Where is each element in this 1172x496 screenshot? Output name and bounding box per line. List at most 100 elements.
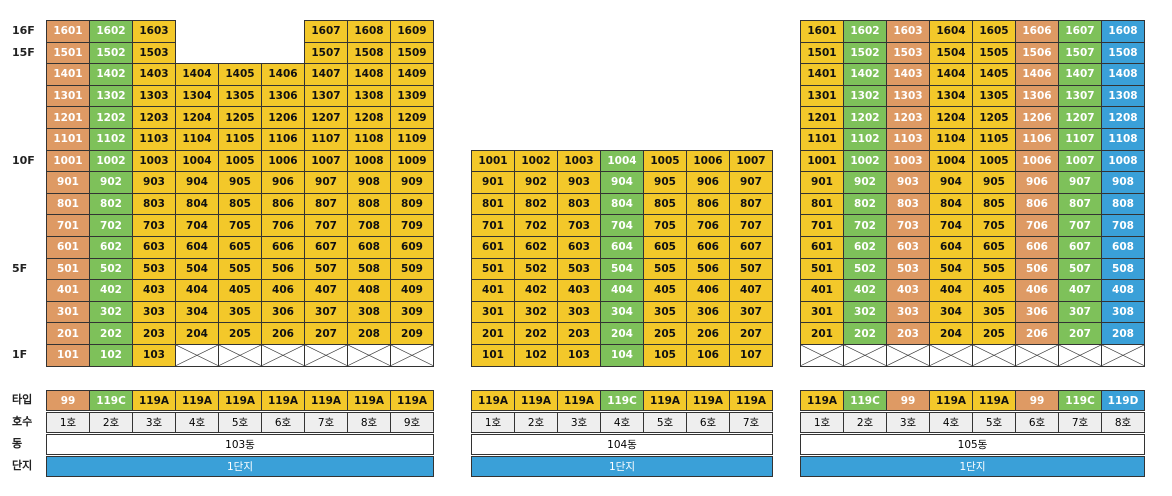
- unit-cell[interactable]: 606: [261, 236, 305, 259]
- unit-cell[interactable]: 504: [929, 257, 973, 281]
- unit-cell[interactable]: 102: [89, 344, 133, 367]
- unit-cell[interactable]: 1001: [800, 149, 844, 173]
- unit-cell[interactable]: 304: [175, 300, 219, 324]
- unit-cell[interactable]: 1401: [800, 63, 844, 86]
- unit-cell[interactable]: 703: [557, 214, 601, 237]
- unit-cell[interactable]: 1408: [347, 63, 391, 86]
- unit-cell[interactable]: 101: [46, 344, 90, 367]
- unit-cell[interactable]: 707: [304, 214, 348, 237]
- unit-cell[interactable]: 1107: [1058, 128, 1102, 151]
- unit-cell[interactable]: 708: [347, 214, 391, 237]
- unit-cell[interactable]: 503: [132, 257, 176, 281]
- unit-cell[interactable]: 1301: [46, 84, 90, 108]
- unit-cell[interactable]: 1508: [1101, 41, 1145, 65]
- unit-cell[interactable]: 206: [261, 322, 305, 345]
- unit-cell[interactable]: 903: [886, 171, 930, 194]
- unit-cell[interactable]: 307: [304, 300, 348, 324]
- unit-cell[interactable]: 604: [929, 236, 973, 259]
- unit-cell[interactable]: 1108: [347, 128, 391, 151]
- unit-cell[interactable]: 904: [175, 171, 219, 194]
- unit-cell[interactable]: 803: [557, 192, 601, 216]
- unit-cell[interactable]: 204: [175, 322, 219, 345]
- unit-cell[interactable]: 1104: [929, 128, 973, 151]
- unit-cell[interactable]: 501: [800, 257, 844, 281]
- unit-cell[interactable]: 308: [347, 300, 391, 324]
- unit-cell[interactable]: 1108: [1101, 128, 1145, 151]
- unit-cell[interactable]: 202: [89, 322, 133, 345]
- unit-cell[interactable]: 704: [175, 214, 219, 237]
- unit-cell[interactable]: 1507: [304, 41, 348, 65]
- unit-cell[interactable]: 1604: [929, 20, 973, 43]
- unit-cell[interactable]: 501: [471, 257, 515, 281]
- unit-cell[interactable]: 1107: [304, 128, 348, 151]
- unit-cell[interactable]: 1009: [390, 149, 434, 173]
- unit-cell[interactable]: 1003: [557, 149, 601, 173]
- unit-cell[interactable]: 205: [643, 322, 687, 345]
- unit-cell[interactable]: 901: [471, 171, 515, 194]
- unit-cell[interactable]: 405: [218, 279, 262, 302]
- unit-cell[interactable]: 804: [929, 192, 973, 216]
- unit-cell[interactable]: 706: [1015, 214, 1059, 237]
- unit-cell[interactable]: 1402: [89, 63, 133, 86]
- unit-cell[interactable]: 1403: [132, 63, 176, 86]
- unit-cell[interactable]: 1406: [1015, 63, 1059, 86]
- unit-cell[interactable]: 502: [514, 257, 558, 281]
- unit-cell[interactable]: 205: [218, 322, 262, 345]
- unit-cell[interactable]: 201: [800, 322, 844, 345]
- unit-cell[interactable]: 308: [1101, 300, 1145, 324]
- unit-cell[interactable]: 1404: [175, 63, 219, 86]
- unit-cell[interactable]: 1601: [800, 20, 844, 43]
- unit-cell[interactable]: 908: [347, 171, 391, 194]
- unit-cell[interactable]: 408: [347, 279, 391, 302]
- unit-cell[interactable]: 1205: [218, 106, 262, 129]
- unit-cell[interactable]: 701: [471, 214, 515, 237]
- unit-cell[interactable]: 607: [729, 236, 773, 259]
- unit-cell[interactable]: 407: [1058, 279, 1102, 302]
- unit-cell[interactable]: 507: [304, 257, 348, 281]
- unit-cell[interactable]: 703: [886, 214, 930, 237]
- unit-cell[interactable]: 701: [800, 214, 844, 237]
- unit-cell[interactable]: 602: [843, 236, 887, 259]
- unit-cell[interactable]: 1109: [390, 128, 434, 151]
- unit-cell[interactable]: 805: [972, 192, 1016, 216]
- unit-cell[interactable]: 309: [390, 300, 434, 324]
- unit-cell[interactable]: 301: [471, 300, 515, 324]
- unit-cell[interactable]: 802: [89, 192, 133, 216]
- unit-cell[interactable]: 305: [972, 300, 1016, 324]
- unit-cell[interactable]: 304: [600, 300, 644, 324]
- unit-cell[interactable]: 904: [929, 171, 973, 194]
- unit-cell[interactable]: 306: [261, 300, 305, 324]
- unit-cell[interactable]: 1005: [972, 149, 1016, 173]
- unit-cell[interactable]: 1209: [390, 106, 434, 129]
- unit-cell[interactable]: 1002: [514, 149, 558, 173]
- unit-cell[interactable]: 1506: [1015, 41, 1059, 65]
- unit-cell[interactable]: 1001: [471, 149, 515, 173]
- unit-cell[interactable]: 305: [643, 300, 687, 324]
- unit-cell[interactable]: 1007: [1058, 149, 1102, 173]
- unit-cell[interactable]: 502: [89, 257, 133, 281]
- unit-cell[interactable]: 1201: [800, 106, 844, 129]
- unit-cell[interactable]: 602: [89, 236, 133, 259]
- unit-cell[interactable]: 1406: [261, 63, 305, 86]
- unit-cell[interactable]: 407: [304, 279, 348, 302]
- unit-cell[interactable]: 1403: [886, 63, 930, 86]
- unit-cell[interactable]: 1603: [132, 20, 176, 43]
- unit-cell[interactable]: 202: [843, 322, 887, 345]
- unit-cell[interactable]: 406: [261, 279, 305, 302]
- unit-cell[interactable]: 1101: [800, 128, 844, 151]
- unit-cell[interactable]: 1401: [46, 63, 90, 86]
- unit-cell[interactable]: 106: [686, 344, 730, 367]
- unit-cell[interactable]: 1307: [1058, 84, 1102, 108]
- unit-cell[interactable]: 806: [1015, 192, 1059, 216]
- unit-cell[interactable]: 704: [600, 214, 644, 237]
- unit-cell[interactable]: 505: [643, 257, 687, 281]
- unit-cell[interactable]: 505: [972, 257, 1016, 281]
- unit-cell[interactable]: 1303: [132, 84, 176, 108]
- unit-cell[interactable]: 1607: [1058, 20, 1102, 43]
- unit-cell[interactable]: 508: [347, 257, 391, 281]
- unit-cell[interactable]: 805: [218, 192, 262, 216]
- unit-cell[interactable]: 1104: [175, 128, 219, 151]
- unit-cell[interactable]: 906: [261, 171, 305, 194]
- unit-cell[interactable]: 904: [600, 171, 644, 194]
- unit-cell[interactable]: 1207: [304, 106, 348, 129]
